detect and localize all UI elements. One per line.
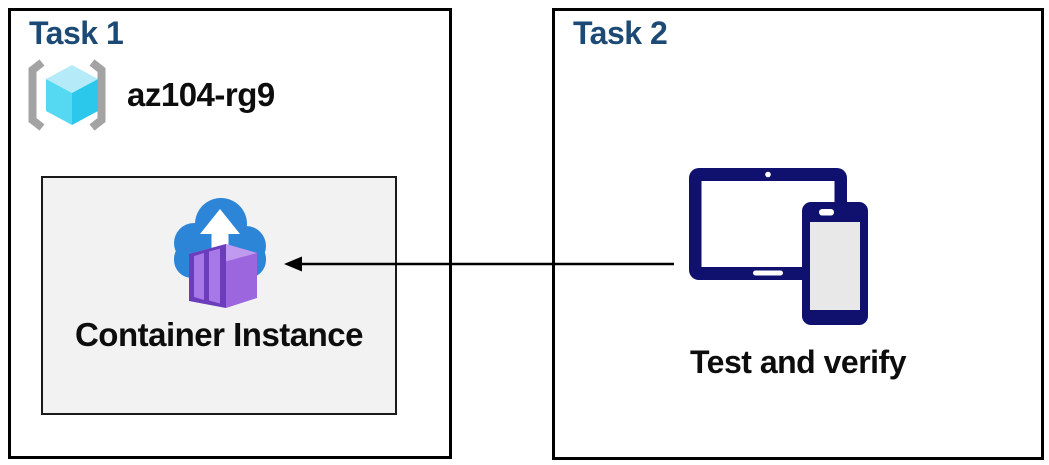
tablet-home-button: [753, 270, 783, 276]
upload-arrow-icon: [200, 209, 240, 257]
task1-box: Task 1 az104-rg9: [8, 8, 452, 459]
container-instance-label: Container Instance: [74, 316, 364, 353]
phone-screen: [810, 222, 860, 310]
resource-group-icon: [28, 59, 106, 131]
container-right-face: [226, 244, 257, 308]
resource-group: az104-rg9: [25, 59, 275, 131]
container-door-panel: [209, 248, 220, 304]
phone-icon: [802, 202, 868, 325]
container-door-panel: [194, 253, 204, 300]
left-bracket-shape: [28, 59, 45, 131]
cube-left-face: [46, 79, 72, 125]
task1-title: Task 1: [29, 15, 124, 51]
cube-right-face: [72, 79, 98, 125]
container-instance-box: Container Instance: [41, 176, 397, 415]
right-bracket-shape: [89, 59, 106, 131]
container-cube-shape: [189, 244, 257, 308]
resource-group-name: az104-rg9: [127, 76, 275, 113]
container-instance-icon: [174, 198, 266, 308]
task2-box: Task 2 Test and verify: [552, 8, 1044, 460]
phone-speaker: [819, 209, 834, 216]
task2-title: Task 2: [573, 15, 668, 51]
test-verify-label: Test and verify: [690, 344, 906, 380]
tablet-camera-dot: [765, 171, 771, 178]
devices-icon: [689, 168, 868, 325]
